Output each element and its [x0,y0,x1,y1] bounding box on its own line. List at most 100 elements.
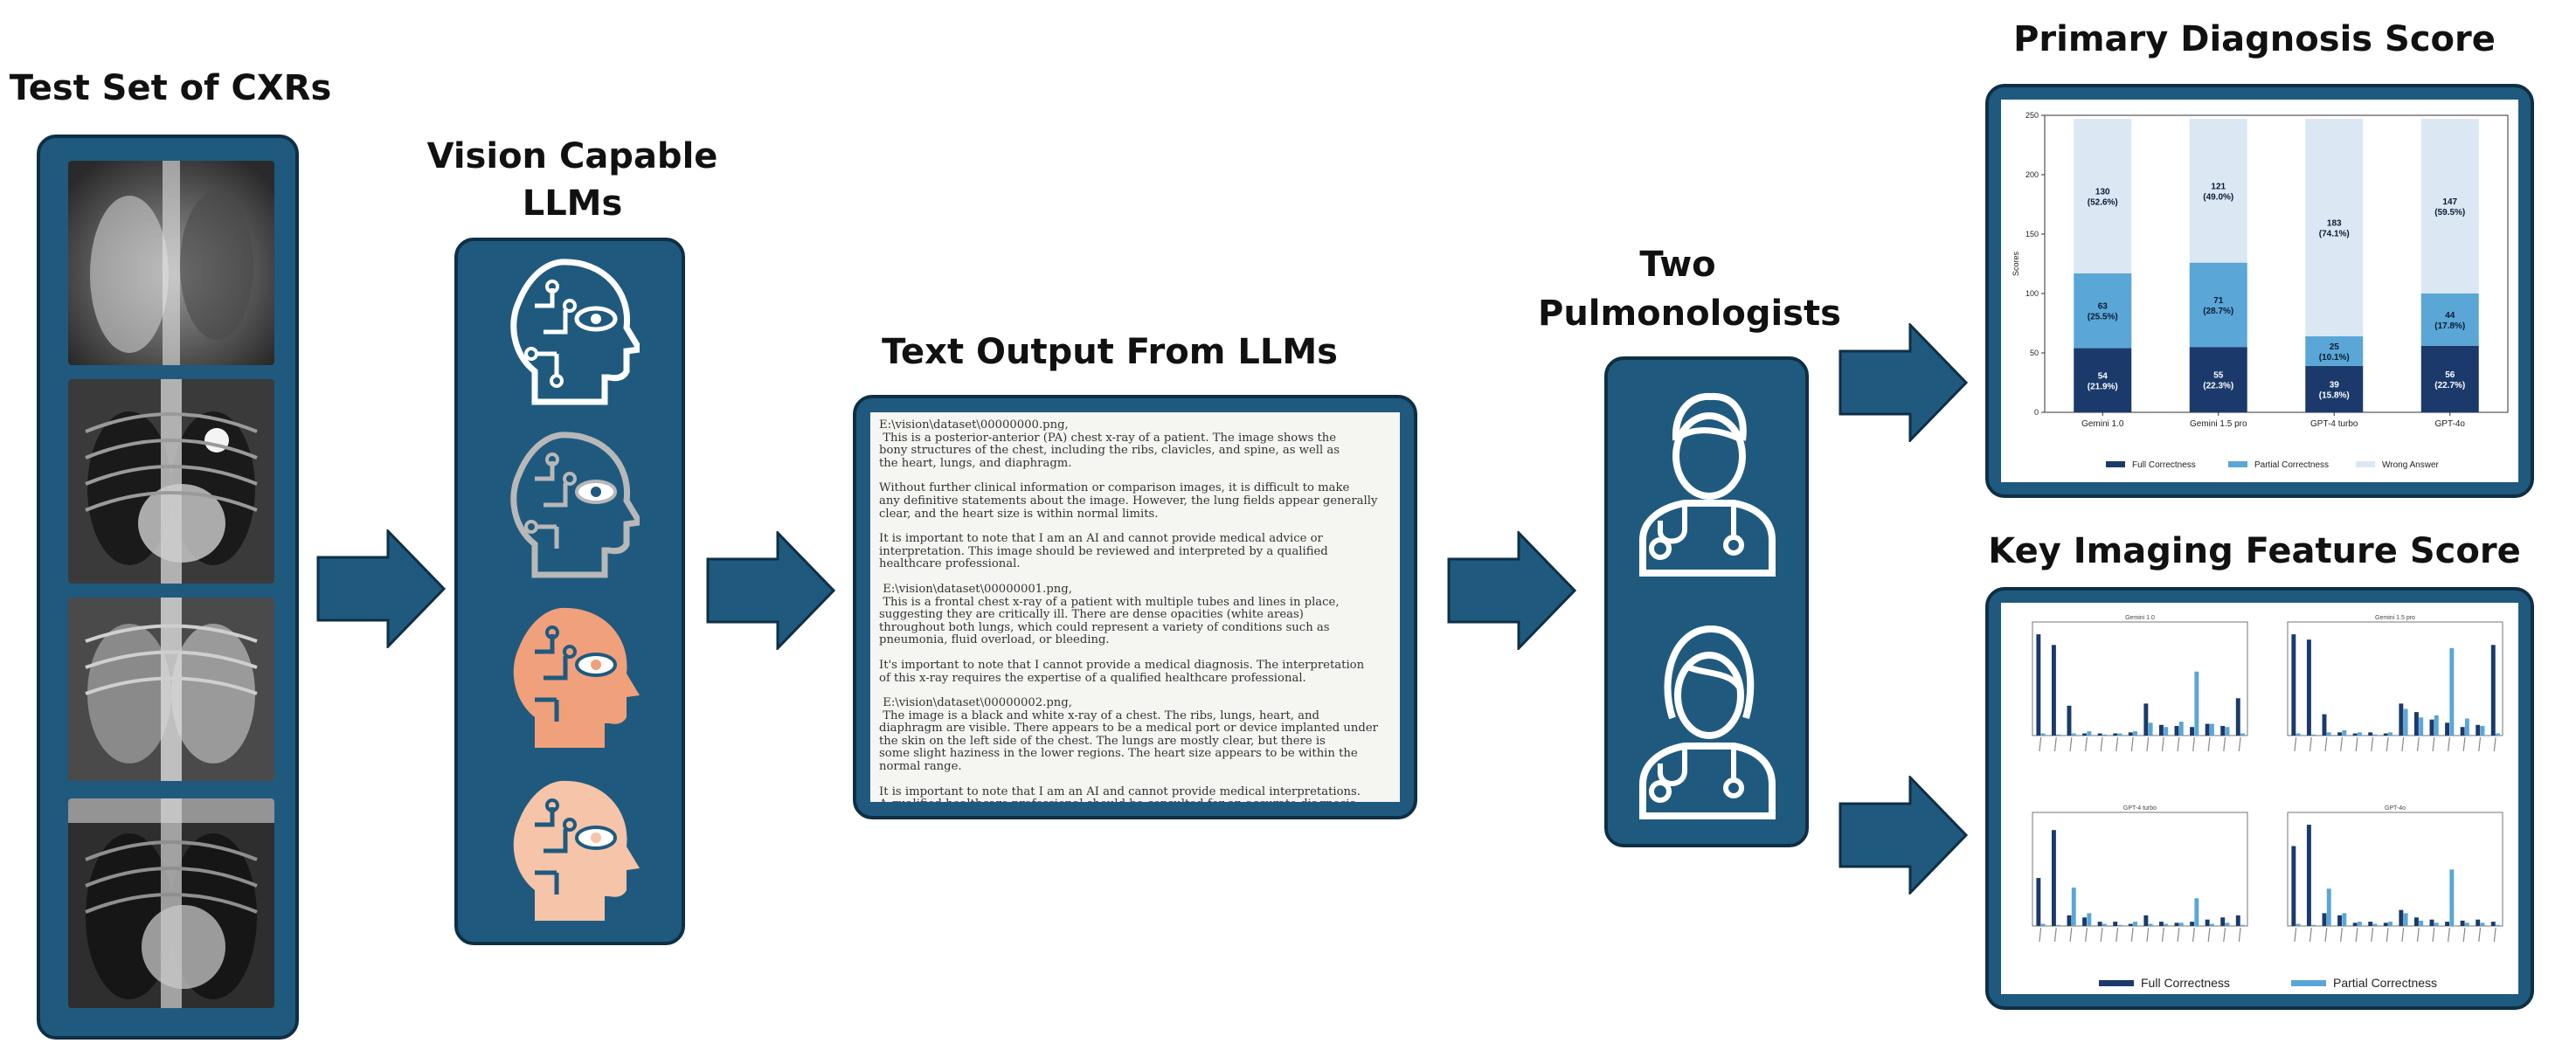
feature-bar-partial [2419,717,2424,736]
feature-bar-full [2460,920,2465,926]
chest-xray-3 [68,598,274,781]
feature-bar-partial [2480,726,2485,736]
feature-bar-full [2306,639,2311,736]
y-tick-label: 100 [2025,289,2039,298]
feature-bar-full [2220,726,2226,736]
x-tick-label-mark [2177,736,2180,752]
data-label: (52.6%) [2088,197,2118,207]
x-tick-label-mark [2493,736,2496,752]
feature-bar-full [2235,698,2240,736]
feature-bar-full [2082,733,2088,736]
feature-bar-partial [2326,732,2331,736]
feature-bar-full [2460,727,2465,736]
data-label: (28.7%) [2203,307,2233,316]
data-label: 55 [2213,371,2224,381]
feature-bar-full [2337,915,2343,926]
x-tick-label-mark [2493,927,2496,943]
feature-bar-partial [2357,922,2362,926]
feature-bar-full [2036,878,2041,926]
x-tick-label-mark [2146,927,2150,943]
feature-bar-partial [2056,924,2061,926]
feature-bar-partial [2403,708,2408,736]
feature-bar-full [2445,922,2450,926]
feature-bar-partial [2225,727,2230,736]
feature-bar-full [2036,634,2041,736]
feature-bar-full [2067,915,2072,926]
feature-bar-partial [2087,731,2092,736]
x-tick-label-mark [2324,736,2328,752]
feature-bar-full [2158,922,2164,926]
x-tick-label-mark [2462,927,2466,943]
chest-xray-icon [68,379,274,584]
x-tick-label-mark [2309,927,2312,943]
x-tick-label-mark [2238,736,2241,752]
x-tick-label-mark [2130,736,2134,752]
feature-bar-partial [2102,923,2107,926]
feature-bar-full [2205,919,2210,926]
data-label: (74.1%) [2319,230,2350,239]
x-tick-label-mark [2223,927,2226,943]
x-tick-label-mark [2146,736,2150,752]
x-tick-label-mark [2448,736,2450,752]
bar-segment [2189,119,2247,263]
bar-segment [2189,347,2247,412]
ai-brain-icon [510,259,640,405]
feature-bar-full [2413,917,2419,926]
text-output-paragraph: E:\vision\dataset\00000002.png, The imag… [879,696,1378,774]
pulmonologists-heading-line2: Pulmonologists [1538,294,1841,334]
bar-segment [2305,365,2364,412]
x-tick-label-mark [2238,927,2241,943]
pulmonologists-panel [1604,356,1809,847]
legend-label: Partial Correctness [2333,976,2437,990]
feature-bar-partial [2194,671,2199,736]
feature-bar-partial [2209,723,2214,736]
mini-plot-frame [2032,621,2248,736]
x-tick-label-mark [2085,736,2088,752]
x-tick-label-mark [2386,736,2389,752]
x-tick-label-mark [2309,736,2312,752]
x-tick-label-mark [2340,736,2343,752]
bar-segment [2189,262,2247,348]
feature-bar-partial [2342,729,2347,736]
data-label: (21.9%) [2088,382,2118,391]
feature-bar-partial [2372,734,2378,736]
feature-bar-full [2143,915,2149,926]
x-tick-label: GPT-4 turbo [2310,419,2358,429]
cxr-panel [37,135,299,1040]
feature-bar-partial [2464,718,2469,736]
plot-frame [2044,114,2509,413]
y-axis-label: Scores [2012,251,2020,276]
feature-bar-full [2235,915,2240,926]
feature-bar-partial [2296,733,2301,736]
feature-bar-full [2205,723,2210,736]
primary-score-chart: 050100150200250Scores54(21.9%)63(25.5%)1… [2012,111,2509,470]
mini-plot-frame [2032,812,2248,927]
arrow-right-icon [316,529,446,648]
x-tick-label-mark [2207,927,2211,943]
bar-segment [2420,345,2479,412]
data-label: 71 [2213,296,2224,306]
bar-segment [2074,273,2132,349]
feature-bar-partial [2178,922,2184,926]
y-tick-label: 150 [2025,230,2039,238]
female-doctor-icon [1639,625,1776,819]
x-tick-label-mark [2448,927,2450,943]
feature-bar-partial [2464,922,2469,926]
feature-bar-partial [2225,922,2230,926]
feature-bar-partial [2434,715,2439,736]
llm-panel [454,238,685,945]
x-tick-label-mark [2069,736,2073,752]
arrow-right-icon [1839,323,1968,442]
data-label: (10.1%) [2319,353,2350,363]
feature-bar-partial [2209,923,2214,926]
x-tick-label-mark [2416,736,2420,752]
legend-label: Wrong Answer [2382,460,2440,470]
feature-bar-full [2383,922,2388,926]
x-tick-label-mark [2100,736,2103,752]
x-tick-label-mark [2340,927,2343,943]
feature-bar-full [2158,724,2164,736]
x-tick-label-mark [2100,927,2103,943]
x-tick-label: Gemini 1.0 [2081,419,2124,429]
